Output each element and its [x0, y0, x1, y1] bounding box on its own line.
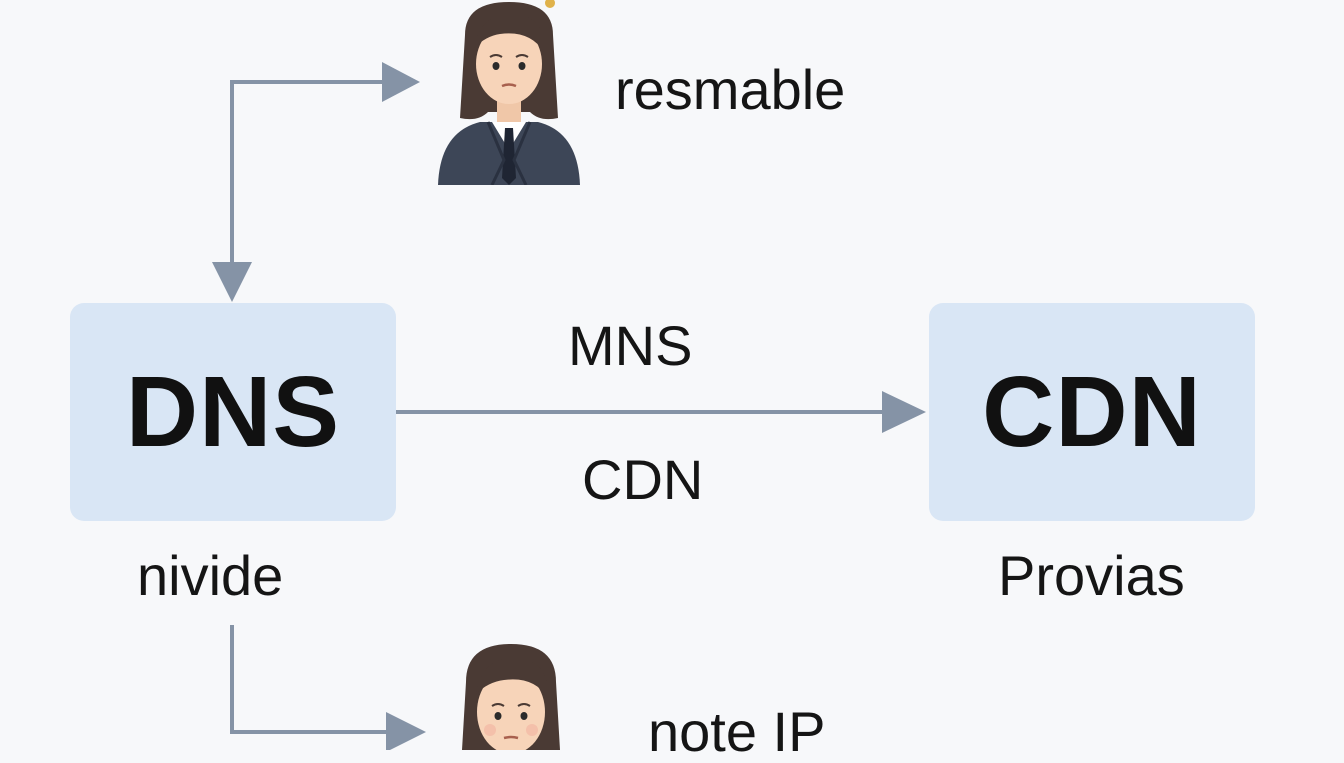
cdn-node: CDN	[929, 303, 1255, 521]
connector-dns-to-bottom-person	[230, 625, 410, 734]
woman-icon	[462, 644, 560, 750]
cdn-caption: Provias	[998, 544, 1185, 607]
arrowhead-bottom-person	[386, 712, 426, 750]
connector-dns-to-top-person	[230, 80, 405, 285]
dns-caption: nivide	[137, 544, 284, 607]
bottom-person-label: note IP	[648, 700, 826, 763]
dns-node-label: DNS	[125, 355, 341, 468]
arrowhead-dns-top	[212, 262, 252, 302]
top-person-label: resmable	[615, 58, 846, 121]
edge-label-top: MNS	[568, 314, 693, 377]
edge-label-bottom: CDN	[582, 448, 704, 511]
cdn-node-label: CDN	[982, 355, 1202, 468]
arrowhead-cdn	[882, 391, 926, 433]
businesswoman-icon	[438, 0, 580, 185]
arrowhead-top-person	[382, 62, 420, 102]
dns-node: DNS	[70, 303, 396, 521]
